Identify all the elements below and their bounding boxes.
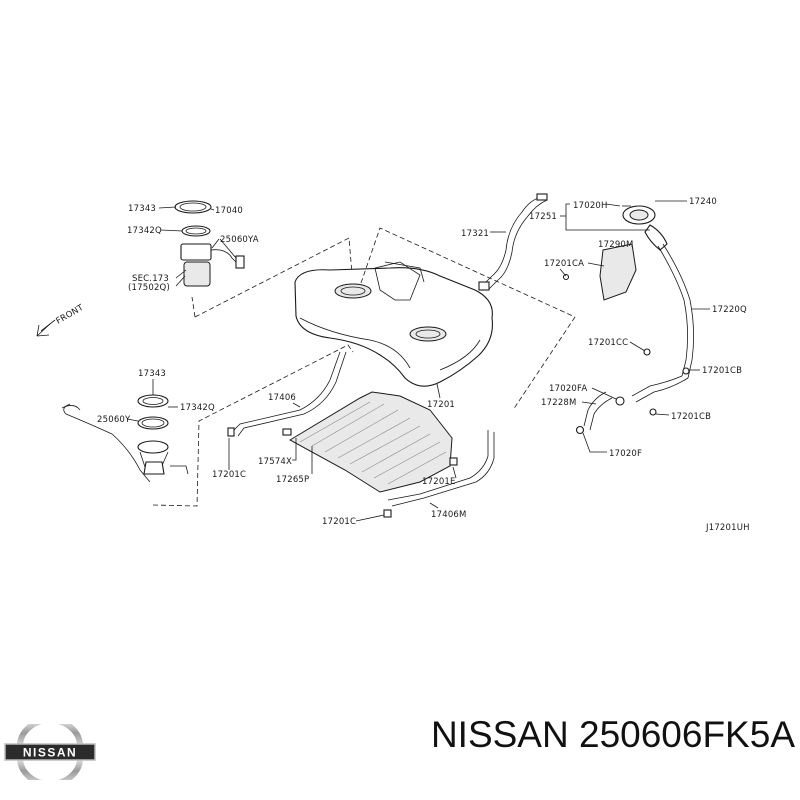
front-label: FRONT (55, 303, 87, 327)
upper-pump-labels: 17343 17040 17342Q 25060YA SEC.173 (1750… (127, 204, 259, 293)
part-number-label: 17201CB (671, 412, 711, 422)
part-number-label: 17228M (541, 398, 577, 408)
part-number-label: 17201C (212, 470, 246, 480)
part-number-label: 17201 (427, 400, 455, 410)
part-number-label: (17502Q) (128, 283, 170, 293)
svg-text:NISSAN: NISSAN (23, 746, 77, 760)
part-number-label: 17201CB (702, 366, 742, 376)
heat-shield (227, 351, 495, 518)
part-number-label: 17201CC (588, 338, 628, 348)
shield-labels: 17406 17201C 17574X 17265P 17201E 17201C… (212, 393, 467, 527)
part-number-label: 25060YA (220, 235, 259, 245)
part-number-label: 17343 (128, 204, 156, 214)
fuel-pump-module-lower (61, 344, 354, 507)
part-number-label: 17342Q (127, 226, 162, 236)
filler-labels: 17321 17251 17020H 17240 17290M 17201CA … (461, 197, 747, 459)
part-number-label: 17220Q (712, 305, 747, 315)
lower-pump-labels: 17343 17342Q 25060Y (97, 369, 215, 425)
part-number-label: 17201E (422, 477, 456, 487)
part-number-label: 17406 (268, 393, 296, 403)
part-number-label: 17321 (461, 229, 489, 239)
part-number-label: 17406M (431, 510, 467, 520)
filler-tube-group (478, 193, 694, 435)
diagram-code: J17201UH (705, 523, 750, 533)
part-number-label: 17201C (322, 517, 356, 527)
part-number-caption: NISSAN 250606FK5A (430, 714, 795, 755)
part-number-label: 17020F (609, 449, 642, 459)
part-number-label: SEC.173 (132, 274, 169, 284)
part-number-label: 17240 (689, 197, 717, 207)
fuel-tank (294, 227, 576, 411)
tank-label: 17201 (427, 383, 455, 410)
part-number-label: 17020FA (549, 384, 587, 394)
part-number-label: 17343 (138, 369, 166, 379)
part-number-label: 17265P (276, 475, 309, 485)
front-direction-arrow: FRONT (36, 303, 87, 337)
fuel-pump-module-upper (174, 200, 353, 318)
part-number-label: 17290M (598, 240, 634, 250)
part-number-label: 17040 (215, 206, 243, 216)
part-number-label: 25060Y (97, 415, 131, 425)
nissan-logo: NISSAN (4, 724, 96, 780)
part-number-label: 17251 (529, 212, 557, 222)
part-number-label: 17342Q (180, 403, 215, 413)
part-number-label: 17020H (573, 201, 608, 211)
part-number-label: 17574X (258, 457, 292, 467)
part-number-label: 17201CA (544, 259, 584, 269)
